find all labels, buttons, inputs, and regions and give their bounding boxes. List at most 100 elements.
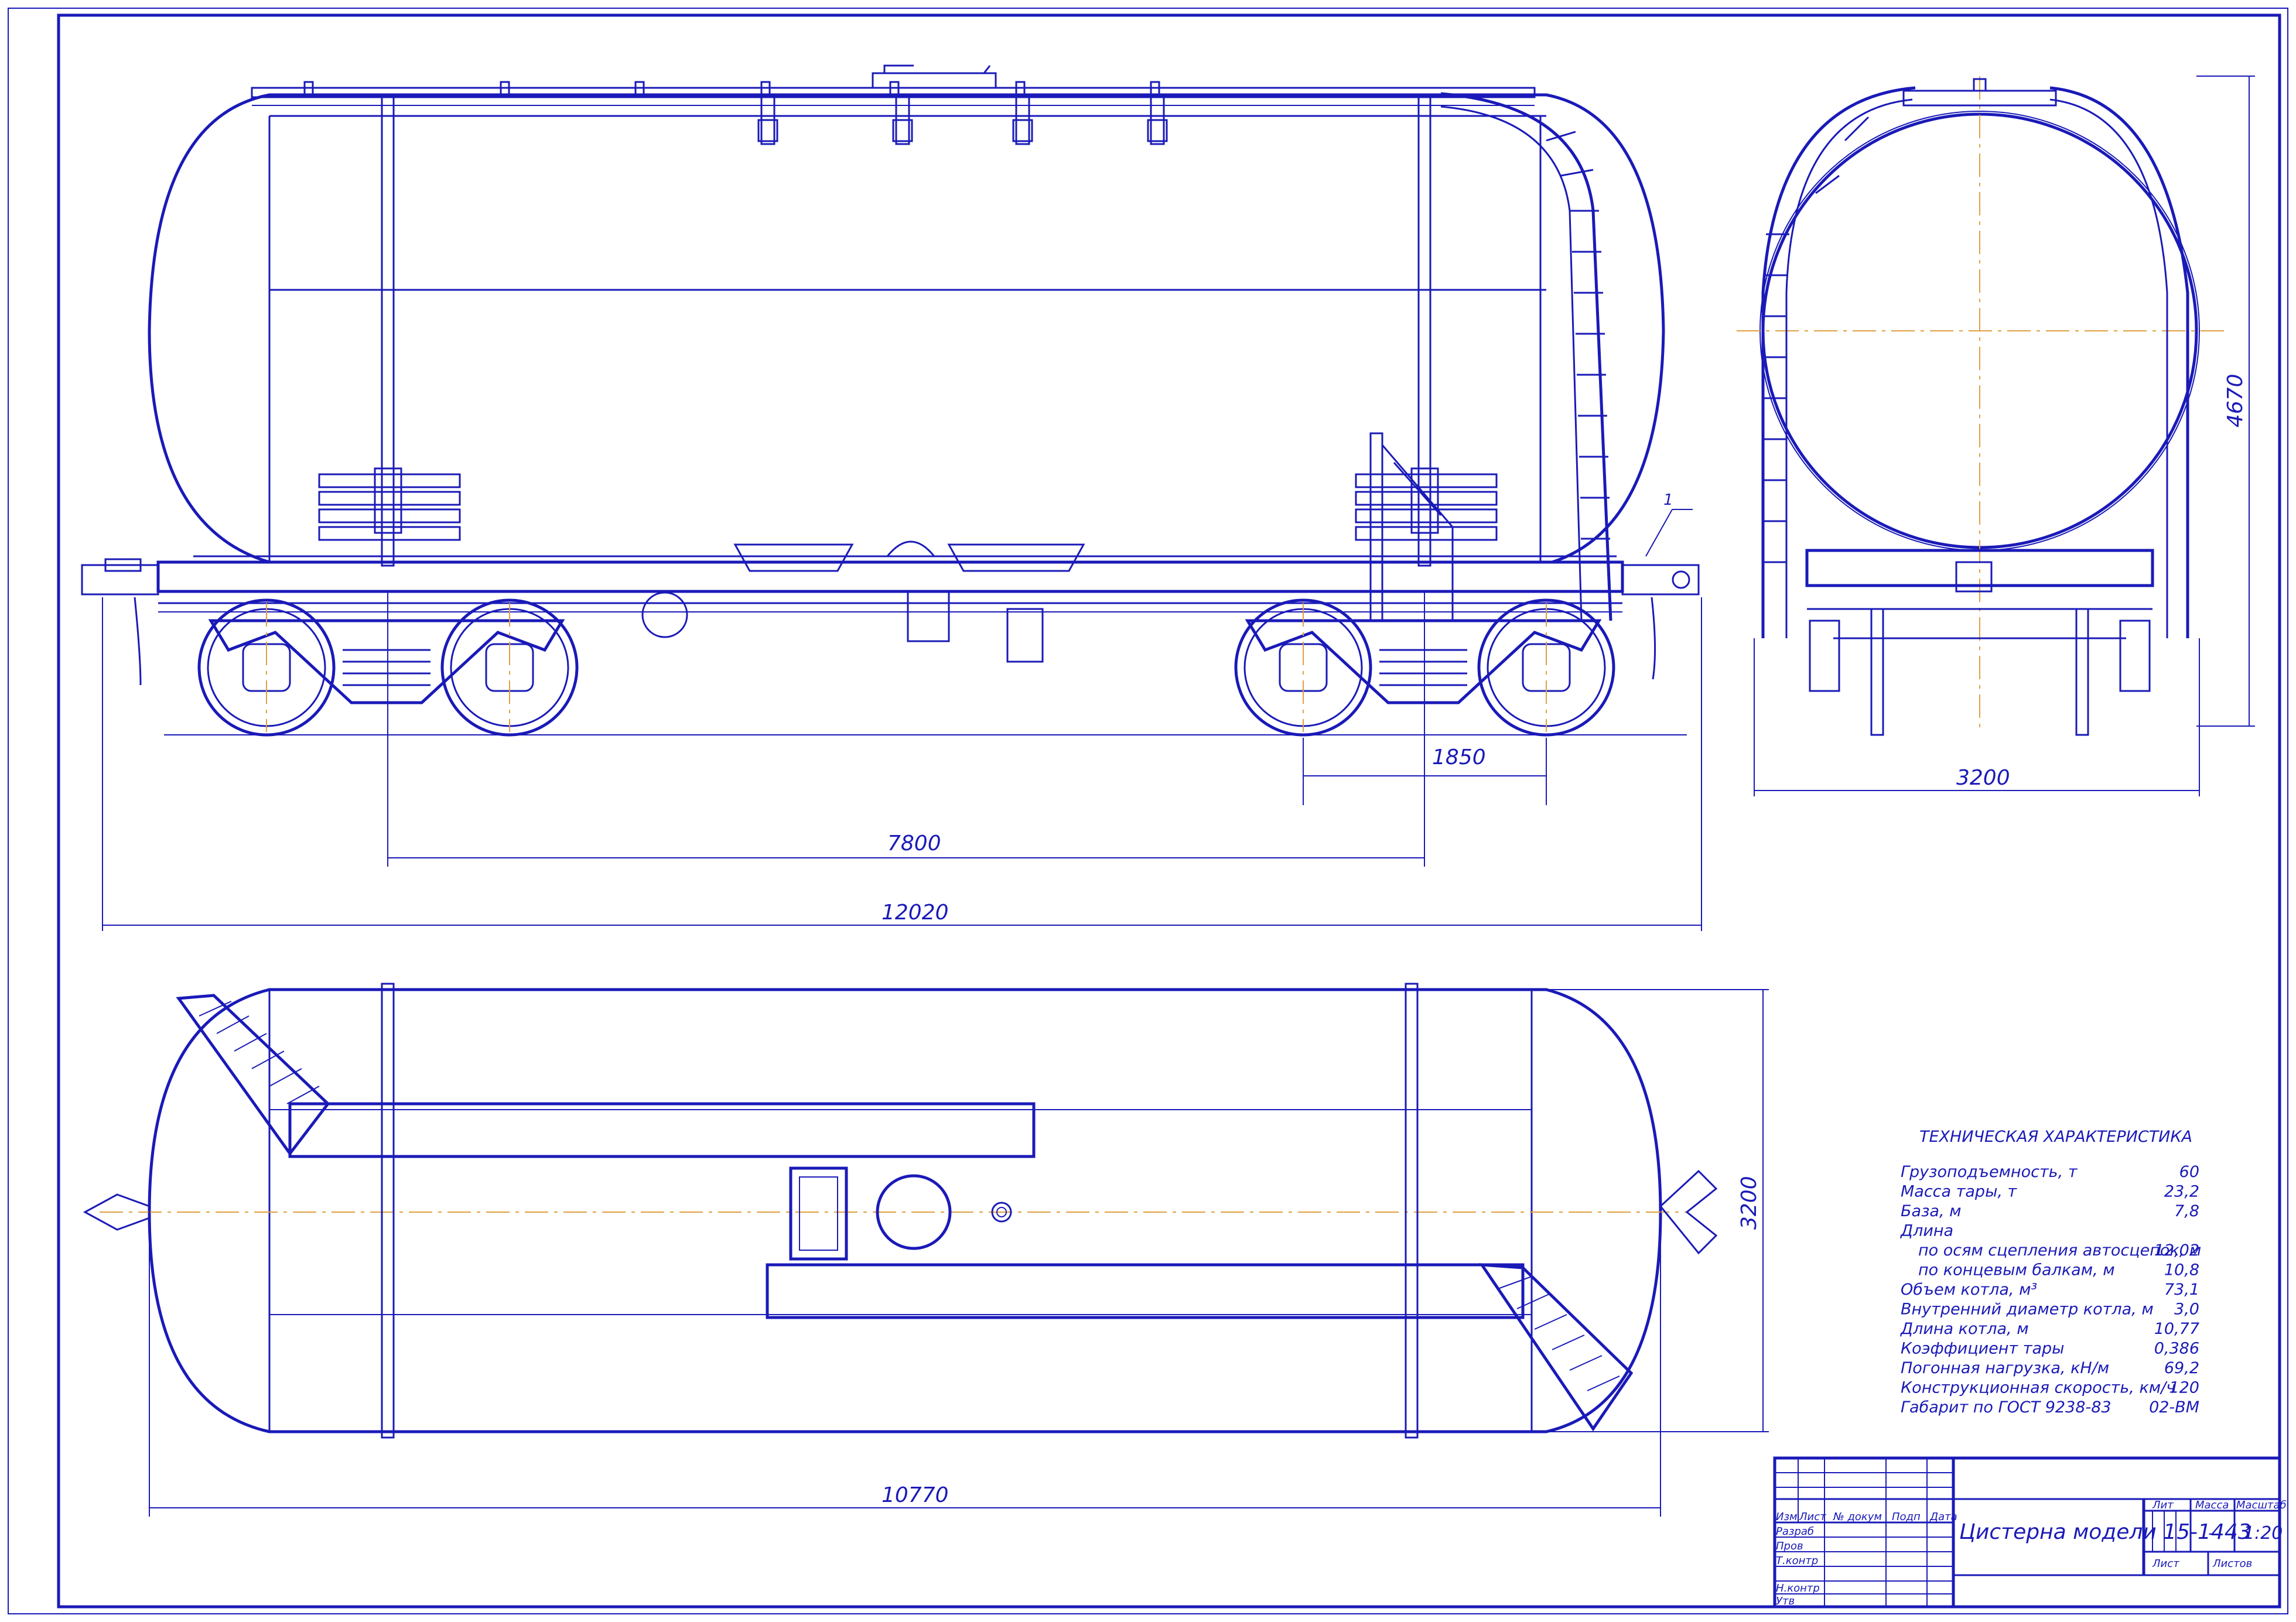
spec-label: Грузоподъемность, т <box>1901 1163 2078 1181</box>
dim-truck-centers <box>387 591 1425 867</box>
tb-sheets: Листов <box>2212 1558 2252 1570</box>
spec-value: 73,1 <box>2164 1281 2199 1299</box>
spec-value: 69,2 <box>2164 1359 2199 1377</box>
pad-stack-left <box>318 467 461 541</box>
tech-spec: ТЕХНИЧЕСКАЯ ХАРАКТЕРИСТИКА Грузоподъемно… <box>1900 1128 2201 1416</box>
tb-massa-val: - <box>2208 1523 2215 1544</box>
brake-cylinder <box>907 590 950 642</box>
tb-nkontr: Н.контр <box>1776 1582 1820 1594</box>
tb-prov: Пров <box>1776 1540 1803 1552</box>
air-reservoir <box>1006 608 1044 663</box>
callout-number: 1 <box>1663 491 1673 509</box>
side-frame <box>208 619 565 704</box>
drawing-frame <box>57 13 2281 1609</box>
spec-label: Объем котла, м³ <box>1901 1281 2037 1299</box>
tie-band-right <box>1417 96 1431 567</box>
tb-scale-val: 1:20 <box>2243 1523 2283 1544</box>
plan-hatch <box>789 1166 848 1261</box>
dim-text-10770: 10770 <box>882 1483 949 1507</box>
discharge-device-2 <box>947 543 1085 572</box>
spec-label: Масса тары, т <box>1901 1183 2018 1201</box>
dim-text-1850: 1850 <box>1432 745 1486 769</box>
ladder-rail-outer <box>1440 92 1612 621</box>
dim-end-height <box>2196 76 2255 727</box>
drawing-name: Цистерна модели 15-1443 <box>1959 1520 2251 1544</box>
discharge-device-1 <box>733 543 854 572</box>
spec-title: ТЕХНИЧЕСКАЯ ХАРАКТЕРИСТИКА <box>1919 1128 2192 1146</box>
end-walkway <box>1902 90 2057 107</box>
end-ladder-left <box>1761 86 1916 638</box>
dim-end-width <box>1754 638 2200 796</box>
spec-label: Коэффициент тары <box>1901 1340 2064 1358</box>
plan-ladder-left <box>176 994 330 1156</box>
tb-massa: Масса <box>2195 1499 2229 1511</box>
spec-value: 3,0 <box>2174 1301 2199 1319</box>
end-ladder-rungs <box>1763 116 1870 563</box>
end-bogie <box>1809 608 2151 736</box>
dim-text-12020: 12020 <box>882 901 949 925</box>
spec-label: Длина <box>1900 1222 1953 1240</box>
spec-value: 60 <box>2179 1163 2199 1181</box>
spec-label: Длина котла, м <box>1900 1320 2029 1338</box>
spec-value: 02-ВМ <box>2149 1398 2199 1416</box>
end-coupler <box>1955 561 1993 593</box>
ladder-rail-inner <box>1440 105 1583 621</box>
plan-walkway-top <box>288 1102 1036 1158</box>
plan-band-right <box>1405 983 1419 1439</box>
tb-list: Лист <box>1799 1511 1826 1523</box>
spec-label: по концевым балкам, м <box>1918 1261 2115 1279</box>
spec-label: по осям сцепления автосцепок, м <box>1918 1241 2201 1260</box>
spec-value: 0,386 <box>2154 1340 2199 1358</box>
tb-tkontr: Т.контр <box>1776 1555 1818 1567</box>
spec-value: 12,02 <box>2154 1241 2199 1260</box>
outer-border <box>8 8 2288 1614</box>
side-view: 1 <box>81 64 1702 931</box>
spec-label: Внутренний диаметр котла, м <box>1901 1301 2154 1319</box>
spec-value: 10,8 <box>2164 1261 2199 1279</box>
end-beam <box>1805 549 2154 587</box>
spring-set-left <box>343 649 430 686</box>
end-view: 3200 4670 <box>1737 76 2255 796</box>
side-frame-right <box>1245 619 1602 704</box>
plan-ladder-right-rungs <box>1499 1276 1620 1391</box>
tie-band-left <box>381 96 395 567</box>
center-sill <box>156 560 1624 593</box>
plan-valve <box>991 1202 1012 1223</box>
tb-doc: № докум <box>1833 1511 1882 1523</box>
plan-ladder-left-rungs <box>199 1001 320 1104</box>
spec-label: Конструкционная скорость, км/ч <box>1901 1379 2175 1397</box>
coupler-left <box>81 558 159 686</box>
ladder-rungs <box>1546 131 1610 540</box>
tb-masshtab: Масштаб <box>2236 1499 2287 1511</box>
dim-plan-width <box>1546 989 1769 1432</box>
plan-tank-body <box>148 988 1662 1433</box>
spec-label: Габарит по ГОСТ 9238-83 <box>1901 1398 2112 1416</box>
tb-utv: Утв <box>1776 1595 1795 1607</box>
dim-text-7800: 7800 <box>887 831 941 856</box>
spring-set-right <box>1379 649 1467 686</box>
title-block: Изм Лист № докум Подп Дата Разраб Пров Т… <box>1773 1456 2287 1609</box>
plan-view: 10770 3200 <box>83 983 1769 1517</box>
plan-walkway-bottom <box>766 1263 1525 1319</box>
plan-band-left <box>381 983 395 1439</box>
dome-valve <box>885 540 937 557</box>
dim-text-4670: 4670 <box>2223 374 2247 427</box>
filling-hatch <box>872 64 997 88</box>
spec-label: Погонная нагрузка, кН/м <box>1901 1359 2109 1377</box>
tb-sheet: Лист <box>2152 1558 2179 1570</box>
dim-coupler-length <box>102 597 1702 931</box>
tb-data: Дата <box>1929 1511 1957 1523</box>
spec-value: 7,8 <box>2174 1202 2199 1220</box>
spec-value: 10,77 <box>2154 1320 2199 1338</box>
dim-text-3200: 3200 <box>1956 766 2010 790</box>
coupler-right <box>1621 564 1700 680</box>
tb-izm: Изм <box>1776 1511 1798 1523</box>
plan-ladder-right <box>1479 1263 1634 1432</box>
dim-plan-length <box>149 1212 1661 1517</box>
callout-leader <box>1645 509 1673 557</box>
tb-razrab: Разраб <box>1776 1525 1814 1538</box>
hand-brake-wheel <box>641 591 688 638</box>
plan-coupler-right <box>1659 1169 1718 1255</box>
